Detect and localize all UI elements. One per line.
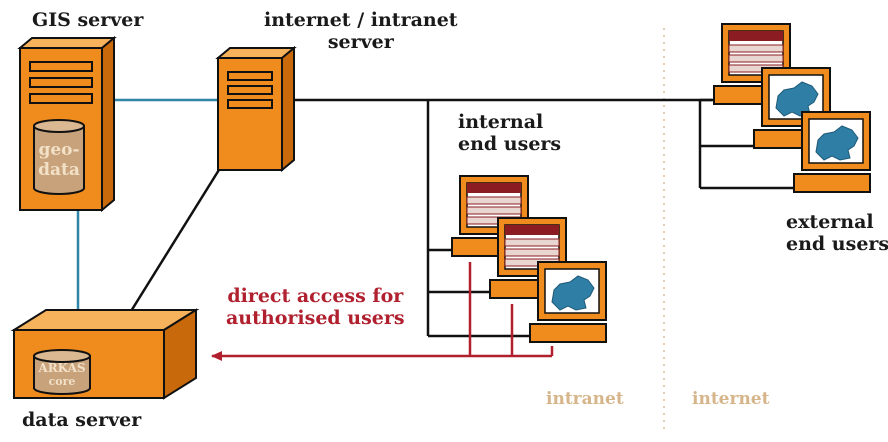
internal-users-label: internal end users (458, 111, 562, 156)
internet-server-label: internet / intranet server (264, 9, 458, 54)
external-users-label: external end users (786, 211, 888, 256)
internal-pc-3 (529, 261, 607, 343)
intranet-zone-label: intranet (546, 389, 624, 409)
gis-server-label: GIS server (32, 9, 144, 31)
arkas-label-line1: ARKAS (37, 361, 85, 375)
arkas-database-icon (33, 349, 91, 395)
map-icon (815, 125, 859, 161)
map-icon (775, 81, 819, 117)
internal-pc-1 (451, 175, 529, 257)
internal-network-bus (426, 100, 532, 338)
internet-zone-label: internet (692, 389, 770, 409)
internal-pc-2 (489, 217, 567, 299)
external-users-label-line2: end users (786, 232, 888, 255)
arkas-label-line2: core (49, 375, 76, 388)
external-network-bus (698, 98, 796, 190)
direct-access-label-line1: direct access for (227, 285, 404, 307)
internet-server-tower (215, 45, 297, 173)
direct-access-lines (211, 262, 554, 361)
external-pc-2 (753, 67, 831, 149)
map-icon (551, 275, 595, 311)
external-pc-3 (793, 111, 871, 193)
direct-access-label-line2: authorised users (226, 306, 405, 329)
geodata-database-icon (33, 119, 85, 195)
geodata-label-line2: data (38, 160, 80, 180)
internet-server-label-line2: server (327, 30, 394, 53)
gis-server-tower (17, 35, 117, 213)
data-server-label: data server (22, 409, 142, 431)
direct-access-label: direct access for authorised users (226, 285, 405, 330)
link-internet-data (126, 164, 224, 317)
internal-users-label-line1: internal (458, 111, 544, 133)
data-server-box (10, 308, 200, 400)
geodata-label-line1: geo- (38, 140, 79, 160)
internal-users-label-line2: end users (458, 132, 562, 155)
internet-server-label-line1: internet / intranet (264, 9, 458, 31)
external-users-label-line1: external (786, 211, 874, 233)
